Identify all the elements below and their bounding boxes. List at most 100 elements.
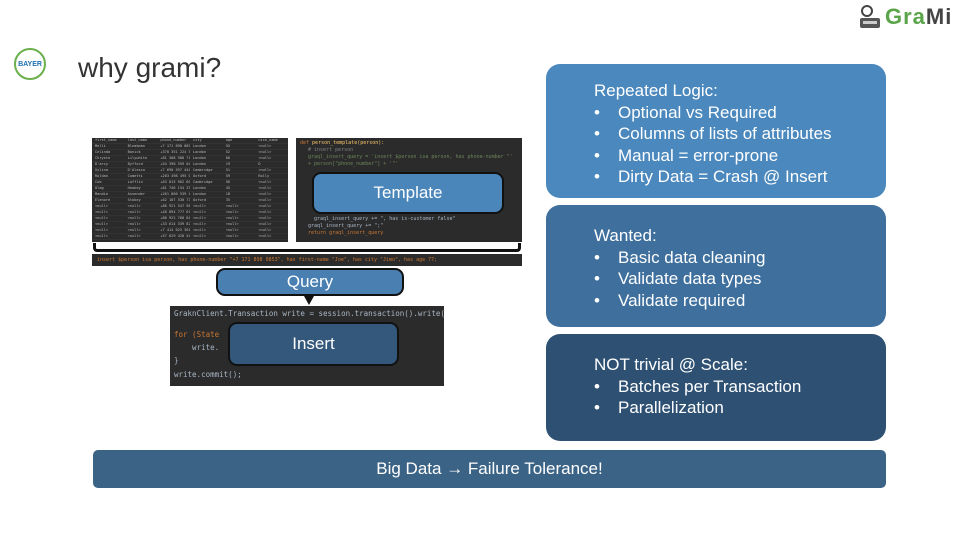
table-cell: 55 (225, 144, 231, 148)
table-cell: D'Alesco (127, 168, 145, 172)
table-cell: <null> (258, 186, 272, 190)
list-item: Basic data cleaning (618, 247, 886, 269)
insert-label: Insert (228, 322, 399, 366)
table-cell: 52 (225, 150, 231, 154)
table-cell: <null> (258, 168, 272, 172)
code-keyword: def (300, 140, 310, 146)
table-cell: +261 860 539 4754 (160, 192, 190, 196)
table-cell: nick_name (258, 138, 278, 142)
table-cell: <null> (193, 210, 206, 214)
list-item: Manual = error-prone (618, 145, 886, 167)
table-cell: London (193, 186, 206, 190)
table-cell: +81 746 154 2598 (160, 186, 191, 190)
code-comment: # insert person (308, 147, 354, 153)
grami-logo-text: GraMi (885, 4, 953, 29)
table-cell: last_name (127, 138, 148, 142)
table-cell: <null> (95, 216, 108, 220)
table-cell: Lilywhite (127, 156, 148, 160)
table-cell: <null> (127, 222, 141, 226)
list-item: Dirty Data = Crash @ Insert (618, 166, 886, 188)
table-cell: <null> (127, 210, 141, 214)
table-cell: <null> (127, 228, 141, 232)
code-line: write. (174, 343, 220, 352)
table-cell: +7 690 597 4443 (160, 168, 191, 172)
table-cell: London (193, 144, 206, 148)
table-cell: phone_number (160, 138, 187, 142)
table-cell: Melli (95, 144, 106, 148)
table-cell: 18 (225, 192, 231, 196)
table-cell: <null> (225, 204, 239, 208)
table-cell: <null> (193, 222, 206, 226)
summary-banner: Big Data → Failure Tolerance! (93, 450, 886, 488)
table-cell: <null> (258, 198, 272, 202)
list-item: Optional vs Required (618, 102, 886, 124)
table-row: <null><null>+48 894 777 6170<null><null>… (92, 210, 288, 216)
table-cell: +81 308 988 7153 (160, 156, 191, 160)
table-cell: London (193, 192, 206, 196)
table-cell: <null> (258, 204, 272, 208)
table-cell: D'arcy (95, 162, 108, 166)
table-cell: +7 414 625 3019 (160, 228, 191, 232)
table-cell: <null> (193, 216, 206, 220)
table-cell: Mandie (95, 192, 108, 196)
panel-heading: Wanted: (594, 226, 657, 245)
table-cell: <null> (127, 234, 141, 238)
table-cell: age (225, 138, 233, 142)
code-line: graql_insert_query += ", has is-customer… (314, 216, 456, 222)
table-cell: London (193, 156, 206, 160)
table-cell: London (193, 162, 206, 166)
bracket (93, 243, 521, 252)
table-cell: <null> (258, 228, 272, 232)
table-cell: 35 (225, 198, 231, 202)
code-line: graql_insert_query = 'insert $person isa… (308, 154, 513, 167)
table-cell: <null> (95, 210, 108, 214)
table-cell: <null> (225, 234, 239, 238)
table-cell: <null> (258, 156, 272, 160)
table-cell: Cometti (127, 174, 143, 178)
table-cell: +86 922 768 8416 (160, 216, 191, 220)
table-cell: Oxford (193, 198, 206, 202)
table-cell: Heakey (127, 186, 141, 190)
table-cell: Oxford (193, 174, 206, 178)
table-cell: <null> (225, 210, 239, 214)
table-cell: <null> (95, 222, 108, 226)
list-item: Parallelization (618, 397, 886, 419)
table-row: <null><null>+86 921 547 9883<null><null>… (92, 204, 288, 210)
query-code: insert $person isa person, has phone-num… (97, 257, 438, 263)
table-cell: first_name (95, 138, 117, 142)
table-cell: Bonick (127, 150, 141, 154)
table-cell: Cambridge (193, 180, 213, 184)
table-cell: <null> (127, 216, 141, 220)
code-line: for (State (174, 330, 220, 339)
code-line: write.commit(); (174, 370, 242, 379)
code-line: return graql_insert_query (308, 230, 384, 236)
table-cell: <null> (225, 222, 239, 226)
list-item: Batches per Transaction (618, 376, 886, 398)
table-cell: <null> (193, 234, 206, 238)
table-cell: <null> (95, 234, 108, 238)
grami-logo: GraMi (858, 4, 952, 30)
table-cell: <null> (258, 234, 272, 238)
table-cell: Assender (127, 192, 145, 196)
query-code-screenshot: insert $person isa person, has phone-num… (92, 254, 522, 266)
table-cell: <null> (95, 204, 108, 208)
table-cell: city (193, 138, 202, 142)
scale-panel: NOT trivial @ Scale: Batches per Transac… (546, 334, 886, 441)
table-cell: <null> (95, 228, 108, 232)
table-cell: 19 (225, 162, 231, 166)
table-cell: Rolly (258, 174, 270, 178)
table-cell: +33 614 339 8293 (160, 222, 191, 226)
table-cell: <null> (225, 216, 239, 220)
table-cell: +62 107 530 7380 (160, 198, 191, 202)
table-cell: Stokey (127, 198, 141, 202)
table-cell: <null> (127, 204, 141, 208)
